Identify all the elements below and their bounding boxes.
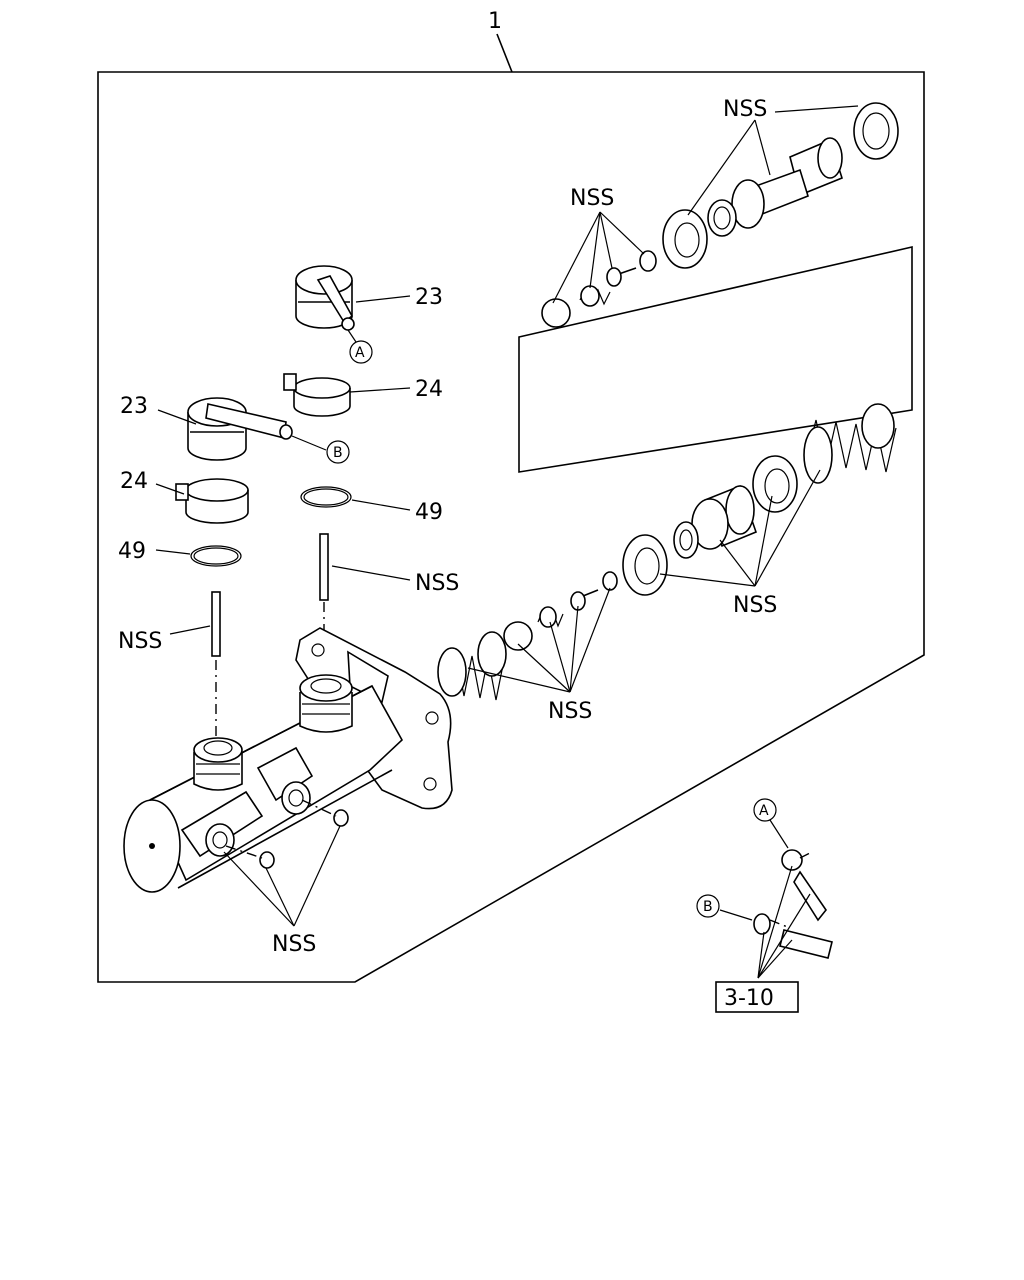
- leader-nss: [517, 643, 571, 693]
- ref-b-marker-inset: [696, 894, 720, 918]
- leader-nss: [719, 539, 756, 587]
- callout-nss-rear-small[interactable]: NSS: [570, 186, 614, 211]
- callout-23-lower[interactable]: 23: [120, 394, 148, 419]
- leader-ref-a: [347, 329, 357, 343]
- leader-nss: [599, 211, 613, 269]
- callout-24-lower[interactable]: 24: [120, 469, 148, 494]
- leader-nss: [754, 469, 821, 587]
- ref-b-label-main: B: [333, 445, 343, 461]
- sub-assembly-panel: [518, 245, 913, 473]
- ref-a-label-inset: A: [759, 803, 769, 819]
- leader-assembly: [496, 33, 513, 73]
- leader-nss: [589, 211, 601, 289]
- callout-49-lower[interactable]: 49: [118, 539, 146, 564]
- ref-page-box: [715, 981, 799, 1013]
- leader-nss: [552, 211, 601, 304]
- leader-nss: [569, 587, 611, 693]
- callout-assembly[interactable]: 1: [488, 9, 502, 34]
- callout-nss-bleeders[interactable]: NSS: [272, 932, 316, 957]
- callout-49-upper[interactable]: 49: [415, 500, 443, 525]
- callout-nss-rear-cup[interactable]: NSS: [723, 97, 767, 122]
- leader-23: [157, 409, 197, 425]
- leader-nss: [599, 211, 645, 255]
- leader-nss: [774, 105, 859, 113]
- reservoir-grommet-upper: [295, 265, 355, 331]
- o-ring-lower: [190, 545, 242, 567]
- reservoir-grommet-lower: [187, 397, 293, 461]
- ref-b-marker-main: [326, 440, 350, 464]
- o-ring-upper-inner: [303, 488, 349, 506]
- leader-23: [355, 295, 411, 303]
- ref-page-link[interactable]: 3-10: [724, 986, 774, 1011]
- callout-nss-pin-upper[interactable]: NSS: [415, 571, 459, 596]
- clamp-lower: [175, 478, 249, 524]
- leader-nss: [687, 119, 756, 216]
- leader-nss: [467, 667, 571, 693]
- assembly-boundary: [97, 71, 925, 983]
- pin-lower: [211, 591, 221, 657]
- bleeder-screws: [225, 799, 349, 869]
- ref-a-marker-inset: [753, 798, 777, 822]
- leader-24: [349, 387, 411, 393]
- leader-49: [155, 549, 191, 555]
- leader-nss: [569, 605, 579, 693]
- pin-upper: [319, 533, 329, 601]
- callout-nss-primary-front[interactable]: NSS: [548, 699, 592, 724]
- callout-23-upper[interactable]: 23: [415, 285, 443, 310]
- leader-24: [155, 483, 185, 495]
- reference-inset: [696, 798, 833, 1013]
- o-ring-lower-inner: [193, 547, 239, 565]
- ref-a-marker-main: [349, 340, 373, 364]
- leader-nss: [659, 573, 756, 587]
- leader-nss: [549, 621, 571, 693]
- leader-nss: [169, 625, 211, 635]
- callout-24-upper[interactable]: 24: [415, 377, 443, 402]
- master-cylinder-body: [123, 627, 453, 893]
- leader-49: [351, 499, 411, 511]
- ref-b-label-inset: B: [703, 899, 713, 915]
- callout-nss-pin-lower[interactable]: NSS: [118, 629, 162, 654]
- leader-nss: [754, 119, 771, 176]
- rear-piston-group: [541, 102, 899, 328]
- leader-nss: [331, 565, 411, 581]
- leader-nss: [293, 825, 341, 927]
- o-ring-upper: [300, 486, 352, 508]
- primary-piston-group: [437, 403, 897, 701]
- callout-nss-primary-rear[interactable]: NSS: [733, 593, 777, 618]
- clamp-upper: [283, 373, 351, 417]
- leader-nss: [223, 851, 295, 927]
- leader-nss: [754, 495, 773, 587]
- leader-nss: [265, 867, 295, 927]
- leader-ref-b: [291, 435, 327, 451]
- ref-a-label-main: A: [355, 345, 365, 361]
